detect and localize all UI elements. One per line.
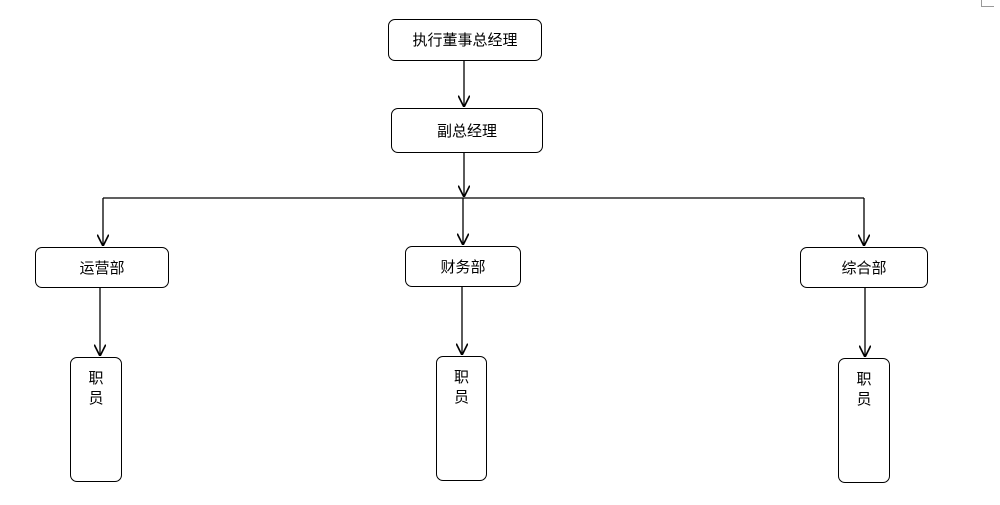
node-staff-ops-label: 职员 xyxy=(88,369,104,407)
page-corner-mark xyxy=(981,0,994,7)
node-vice-president: 副总经理 xyxy=(391,108,543,153)
node-staff-ops: 职员 xyxy=(70,357,122,482)
node-ceo-label: 执行董事总经理 xyxy=(412,31,518,49)
node-staff-general: 职员 xyxy=(838,358,890,483)
node-staff-finance: 职员 xyxy=(436,356,487,481)
node-staff-general-label: 职员 xyxy=(856,370,872,408)
node-finance-dept-label: 财务部 xyxy=(440,257,486,276)
node-general-dept: 综合部 xyxy=(800,247,928,288)
node-vice-president-label: 副总经理 xyxy=(436,121,497,140)
node-operations-dept-label: 运营部 xyxy=(79,258,125,277)
node-ceo: 执行董事总经理 xyxy=(388,19,542,61)
node-staff-finance-label: 职员 xyxy=(453,368,469,406)
node-operations-dept: 运营部 xyxy=(35,247,169,288)
node-finance-dept: 财务部 xyxy=(405,246,521,287)
node-general-dept-label: 综合部 xyxy=(841,258,887,277)
